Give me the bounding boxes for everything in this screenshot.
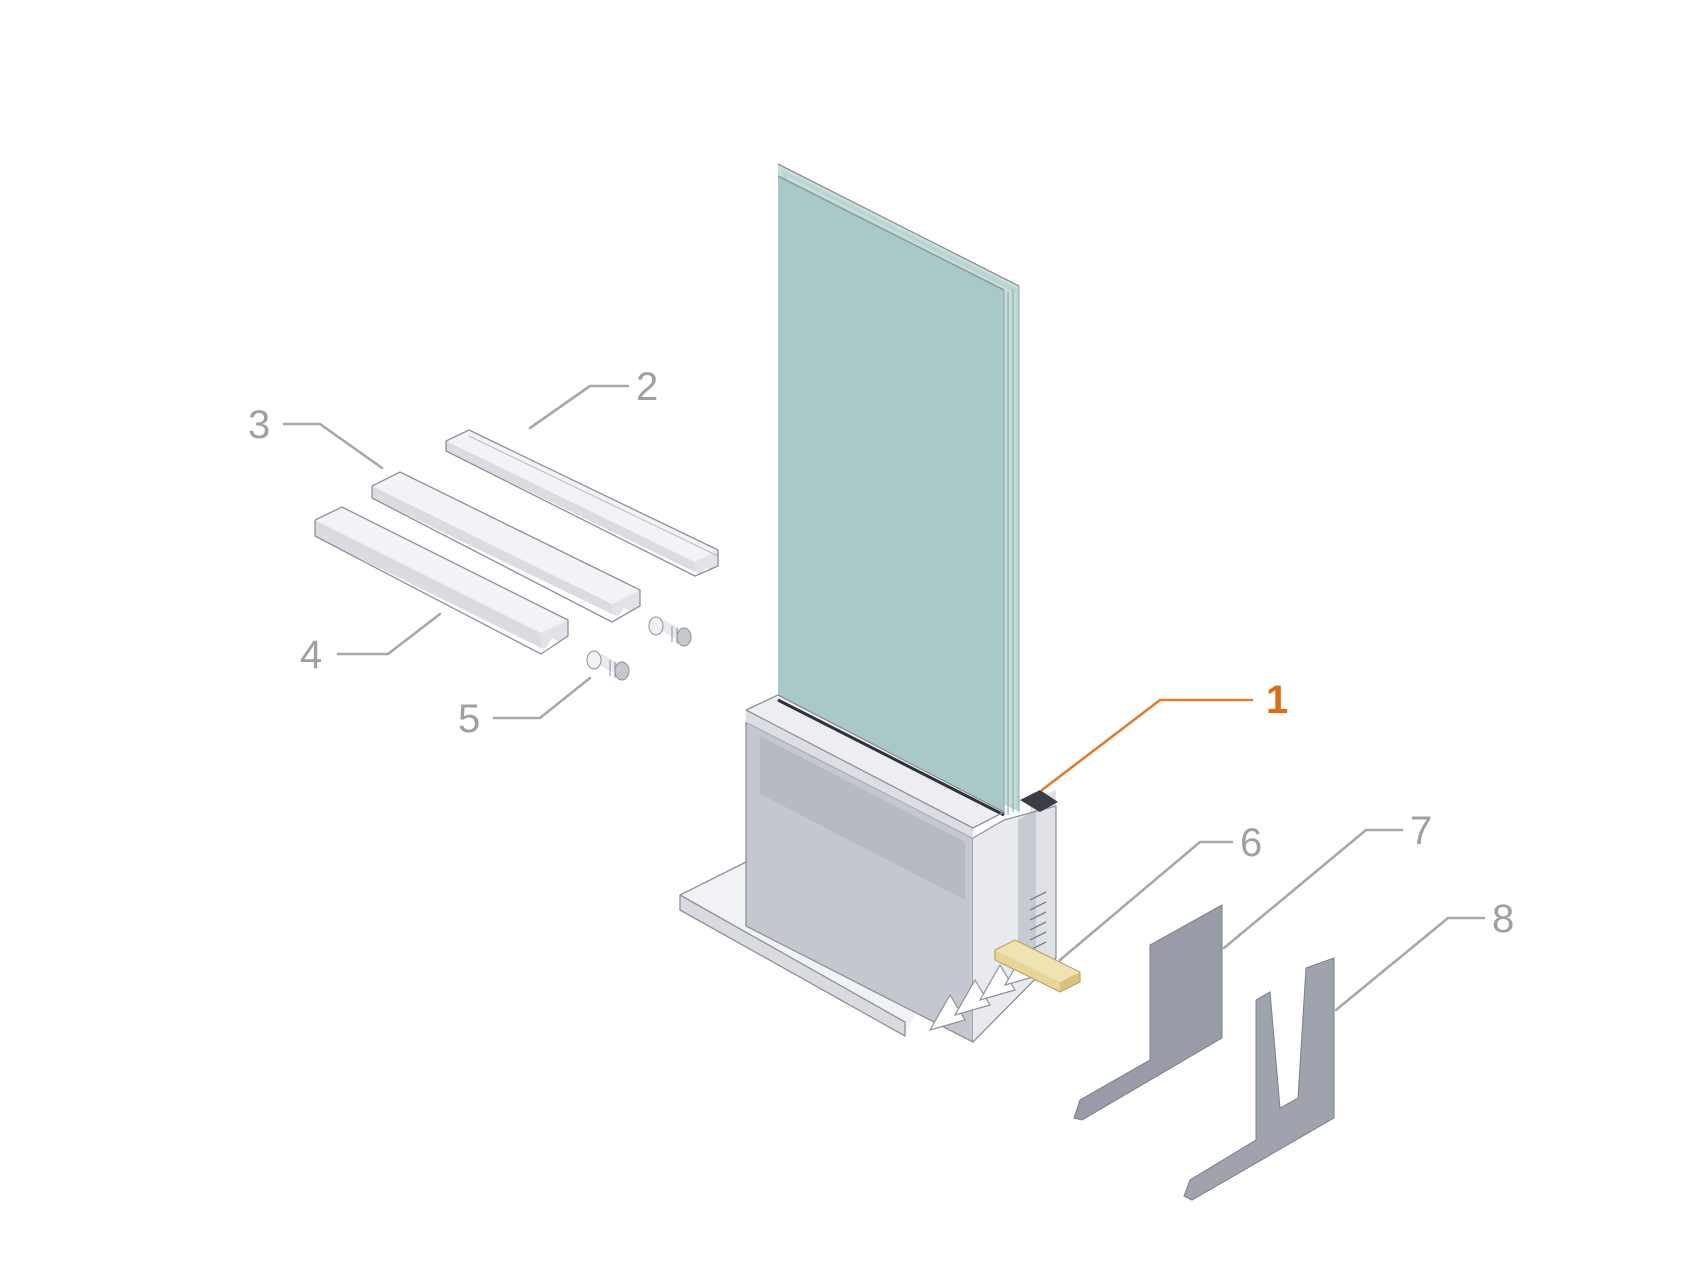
leader-8 <box>1334 916 1486 1012</box>
leader-5 <box>492 676 592 720</box>
leader-3 <box>282 422 384 470</box>
cover-profile-4 <box>314 506 569 655</box>
callout-label-5: 5 <box>458 697 480 741</box>
shim-plate-7 <box>1073 904 1223 1121</box>
callout-label-7: 7 <box>1410 809 1432 853</box>
callout-label-3: 3 <box>248 403 270 447</box>
callout-leaders <box>282 384 1486 1012</box>
end-plug-lower <box>586 650 630 681</box>
leader-7 <box>1222 828 1404 950</box>
cover-profile-2 <box>445 429 719 577</box>
callout-labels: 1 2 3 4 5 6 7 8 <box>248 365 1514 941</box>
leader-6 <box>1058 840 1234 962</box>
callout-label-1: 1 <box>1266 678 1288 722</box>
callout-label-6: 6 <box>1240 821 1262 865</box>
leader-1 <box>1040 698 1254 792</box>
leader-2 <box>528 384 630 430</box>
gasket-line <box>777 698 1005 817</box>
glass-panel <box>777 163 1020 815</box>
end-plug-upper <box>648 616 692 647</box>
leader-4 <box>336 612 442 656</box>
setting-block-packer <box>994 939 1081 993</box>
callout-label-2: 2 <box>636 365 658 409</box>
callout-label-8: 8 <box>1492 897 1514 941</box>
cover-profile-3 <box>371 471 641 623</box>
base-shoe-profile <box>679 694 1058 1043</box>
callout-label-4: 4 <box>300 633 322 677</box>
shim-plate-8 <box>1183 957 1335 1201</box>
